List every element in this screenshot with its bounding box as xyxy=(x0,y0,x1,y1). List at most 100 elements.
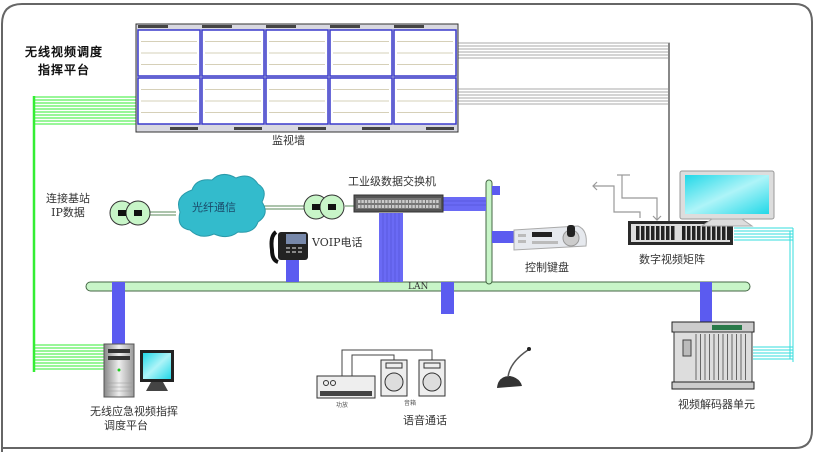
lan-bus xyxy=(85,281,751,292)
matrix-slot xyxy=(651,226,655,240)
switch-port xyxy=(378,200,381,203)
label-base-station: 连接基站 IP数据 xyxy=(46,192,90,220)
switch-port xyxy=(368,200,371,203)
media-converter-left xyxy=(109,200,151,226)
matrix-slot xyxy=(712,226,716,240)
switch-port xyxy=(388,200,391,203)
label-dispatch-platform: 无线应急视频指挥 调度平台 xyxy=(90,405,178,433)
switch-port xyxy=(436,200,439,203)
matrix-slot xyxy=(722,226,726,240)
blue-link-stripes xyxy=(382,200,486,282)
wall-screen xyxy=(137,29,201,77)
platform-line-2: 调度平台 xyxy=(104,419,148,432)
matrix-slot xyxy=(666,226,670,240)
matrix-slot xyxy=(636,226,640,240)
switch-port xyxy=(364,205,368,208)
cyan-links xyxy=(734,227,794,362)
switch-port xyxy=(381,200,385,203)
video-wall xyxy=(135,23,459,133)
switch-port xyxy=(405,200,408,203)
switch-port xyxy=(432,200,436,203)
switch-port xyxy=(412,205,415,208)
wall-top-bar xyxy=(394,25,424,28)
label-keyboard: 控制键盘 xyxy=(525,261,569,274)
fiber-cloud xyxy=(178,174,266,238)
switch-port xyxy=(371,205,374,208)
wall-screen xyxy=(201,77,265,125)
title-line-1: 无线视频调度 xyxy=(24,45,103,59)
wall-screen xyxy=(201,29,265,77)
matrix-slot xyxy=(697,226,701,240)
switch-port xyxy=(361,205,364,208)
dispatch-workstation xyxy=(103,343,174,398)
wall-top-bar xyxy=(330,25,360,28)
matrix-slot xyxy=(707,226,711,240)
switch-port xyxy=(402,200,405,203)
switch-port xyxy=(395,205,398,208)
lcd-monitor xyxy=(679,170,775,227)
matrix-slot xyxy=(641,226,645,240)
matrix-arrows xyxy=(592,174,662,221)
matrix-slot xyxy=(717,226,721,240)
amplifier xyxy=(316,375,376,399)
wall-bottom-bar xyxy=(234,127,262,130)
green-links-wall xyxy=(32,96,137,372)
label-speaker: 音箱 xyxy=(404,400,417,407)
industrial-switch xyxy=(353,194,444,213)
speaker-left xyxy=(380,359,408,397)
wall-screen xyxy=(265,29,329,77)
switch-port xyxy=(385,205,388,208)
wall-bottom-bar xyxy=(362,127,390,130)
switch-port xyxy=(422,205,425,208)
platform-line-1: 无线应急视频指挥 xyxy=(90,405,178,418)
switch-port xyxy=(381,205,385,208)
switch-port xyxy=(426,200,429,203)
switch-port xyxy=(392,205,395,208)
switch-port xyxy=(385,200,388,203)
wall-screen xyxy=(393,77,457,125)
switch-port xyxy=(368,205,371,208)
matrix-slot xyxy=(702,226,706,240)
switch-port xyxy=(378,205,381,208)
switch-port xyxy=(415,205,419,208)
label-voice-call: 语音通话 xyxy=(403,414,447,427)
label-switch: 工业级数据交换机 xyxy=(348,175,436,188)
switch-port xyxy=(419,205,422,208)
fiber-links xyxy=(148,205,355,216)
wall-bottom-bar xyxy=(298,127,326,130)
wall-top-bar xyxy=(138,25,168,28)
matrix-slot xyxy=(687,226,691,240)
desk-microphone xyxy=(497,347,531,388)
switch-port xyxy=(395,200,398,203)
switch-port xyxy=(358,205,361,208)
switch-port xyxy=(432,205,436,208)
matrix-slot xyxy=(646,226,650,240)
voip-phone xyxy=(269,230,308,264)
diagram-title: 无线视频调度 指挥平台 xyxy=(14,43,114,79)
label-lan: LAN xyxy=(408,282,429,292)
label-fiber: 光纤通信 xyxy=(192,201,236,214)
control-keyboard xyxy=(513,225,587,251)
wall-screen xyxy=(265,77,329,125)
wall-screen xyxy=(329,29,393,77)
matrix-slot xyxy=(671,226,675,240)
speaker-right xyxy=(418,359,446,397)
switch-port xyxy=(429,205,432,208)
outer-frame xyxy=(1,3,813,452)
switch-port xyxy=(405,205,408,208)
wall-top-bar xyxy=(202,25,232,28)
switch-port xyxy=(361,200,364,203)
switch-port xyxy=(409,200,412,203)
base-station-line-1: 连接基站 xyxy=(46,192,90,205)
label-video-wall: 监视墙 xyxy=(272,134,305,147)
switch-port xyxy=(388,205,391,208)
matrix-slot xyxy=(656,226,660,240)
switch-port xyxy=(436,205,439,208)
switch-port xyxy=(412,200,415,203)
wall-top-bar xyxy=(266,25,296,28)
video-decoder-unit xyxy=(671,321,755,390)
switch-port xyxy=(375,205,378,208)
switch-port xyxy=(358,200,361,203)
label-voip: VOIP电话 xyxy=(312,236,363,249)
